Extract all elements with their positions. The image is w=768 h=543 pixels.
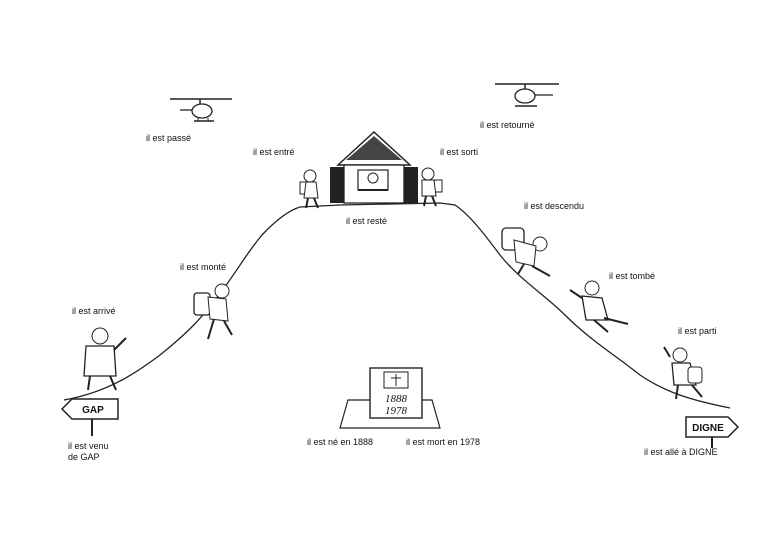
gap-sign-text: GAP [82, 405, 104, 416]
label-arrive: il est arrivé [72, 306, 116, 316]
mountain-hut-icon [330, 130, 418, 204]
hiker-descending-figure [501, 227, 551, 277]
helicopter-left-icon [170, 98, 232, 122]
label-descendu: il est descendu [524, 201, 585, 211]
label-entre: il est entré [253, 147, 295, 157]
label-monte: il est monté [180, 262, 227, 272]
hiker-leaving-figure [663, 346, 703, 400]
label-venu-line1: il est venu [68, 441, 109, 451]
hiker-exiting-figure [421, 167, 443, 207]
label-sorti: il est sorti [440, 147, 479, 157]
mountain-outline [63, 202, 731, 409]
label-venu-line2: de GAP [68, 452, 100, 462]
label-alle: il est allé à DIGNE [644, 447, 718, 457]
tombstone-icon: 1888 1978 [339, 367, 441, 429]
digne-sign: DIGNE [685, 416, 740, 448]
digne-sign-text: DIGNE [692, 423, 724, 434]
label-mort: il est mort en 1978 [406, 437, 481, 447]
helicopter-right-icon [495, 83, 559, 107]
label-ne: il est né en 1888 [307, 437, 374, 447]
tombstone-year-born: 1888 [385, 393, 408, 405]
gap-sign: GAP [60, 398, 119, 436]
hiker-arrived-figure [83, 327, 127, 391]
hiker-climbing-figure [193, 283, 233, 340]
hiker-falling-figure [569, 280, 629, 333]
label-parti: il est parti [678, 326, 717, 336]
label-retourne: il est retourné [480, 120, 535, 130]
label-passe: il est passé [146, 133, 192, 143]
label-reste: il est resté [346, 216, 388, 226]
label-tombe: il est tombé [609, 271, 656, 281]
tombstone-year-died: 1978 [385, 405, 408, 417]
hiker-entering-figure [299, 169, 319, 209]
